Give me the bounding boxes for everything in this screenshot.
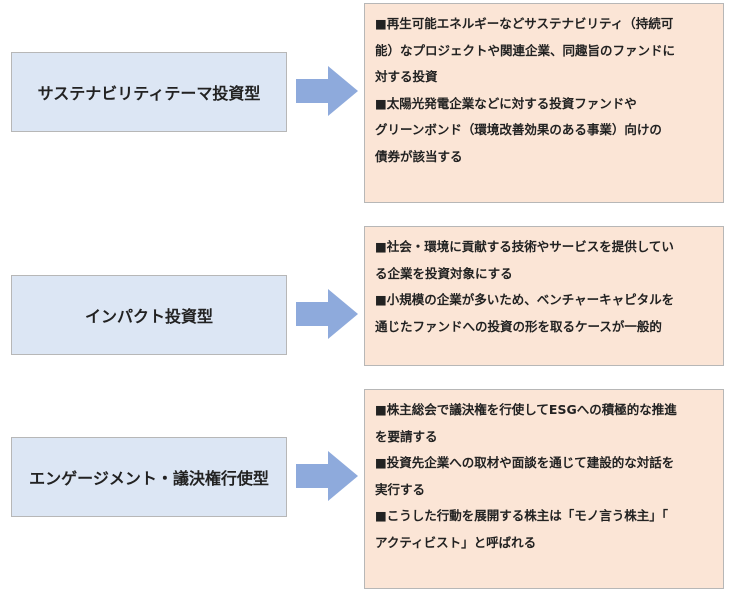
desc-line: る企業を投資対象にする bbox=[375, 265, 513, 281]
desc-line: ■こうした行動を展開する株主は「モノ言う株主」「 bbox=[375, 508, 669, 523]
desc-line: 実行する bbox=[375, 481, 426, 497]
desc-line: 対する投資 bbox=[375, 69, 438, 84]
label-box-impact: インパクト投資型 bbox=[11, 275, 287, 355]
desc-line: を要請する bbox=[375, 428, 438, 444]
arrow-right-icon bbox=[296, 451, 358, 501]
label-text: エンゲージメント・議決権行使型 bbox=[29, 469, 269, 488]
arrow-right-icon bbox=[296, 289, 358, 339]
desc-line: ■株主総会で議決権を行使してESGへの積極的な推進 bbox=[375, 402, 677, 417]
desc-line: 債券が該当する bbox=[375, 148, 463, 164]
desc-box-sustainability: ■再生可能エネルギーなどサステナビリティ（持続可 能）なプロジェクトや関連企業、… bbox=[364, 3, 724, 203]
desc-line: 能）なプロジェクトや関連企業、同趣旨のファンドに bbox=[375, 42, 676, 58]
desc-line: ■小規模の企業が多いため、ベンチャーキャピタルを bbox=[375, 292, 675, 307]
label-text: サステナビリティテーマ投資型 bbox=[37, 84, 261, 103]
desc-line: ■社会・環境に貢献する技術やサービスを提供してい bbox=[375, 239, 674, 254]
desc-line: 通じたファンドへの投資の形を取るケースが一般的 bbox=[375, 318, 662, 334]
desc-line: グリーンボンド（環境改善効果のある事業）向けの bbox=[375, 122, 662, 137]
desc-box-engagement: ■株主総会で議決権を行使してESGへの積極的な推進 を要請する ■投資先企業への… bbox=[364, 389, 724, 589]
desc-line: ■再生可能エネルギーなどサステナビリティ（持続可 bbox=[375, 16, 674, 31]
desc-line: ■投資先企業への取材や面談を通じて建設的な対話を bbox=[375, 455, 675, 470]
label-text: インパクト投資型 bbox=[84, 307, 213, 326]
arrow-right-icon bbox=[296, 66, 358, 116]
label-box-engagement: エンゲージメント・議決権行使型 bbox=[11, 437, 287, 517]
desc-line: アクティビスト」と呼ばれる bbox=[375, 534, 537, 550]
desc-line: ■太陽光発電企業などに対する投資ファンドや bbox=[375, 95, 637, 111]
desc-box-impact: ■社会・環境に貢献する技術やサービスを提供してい る企業を投資対象にする ■小規… bbox=[364, 226, 724, 366]
label-box-sustainability: サステナビリティテーマ投資型 bbox=[11, 52, 287, 132]
